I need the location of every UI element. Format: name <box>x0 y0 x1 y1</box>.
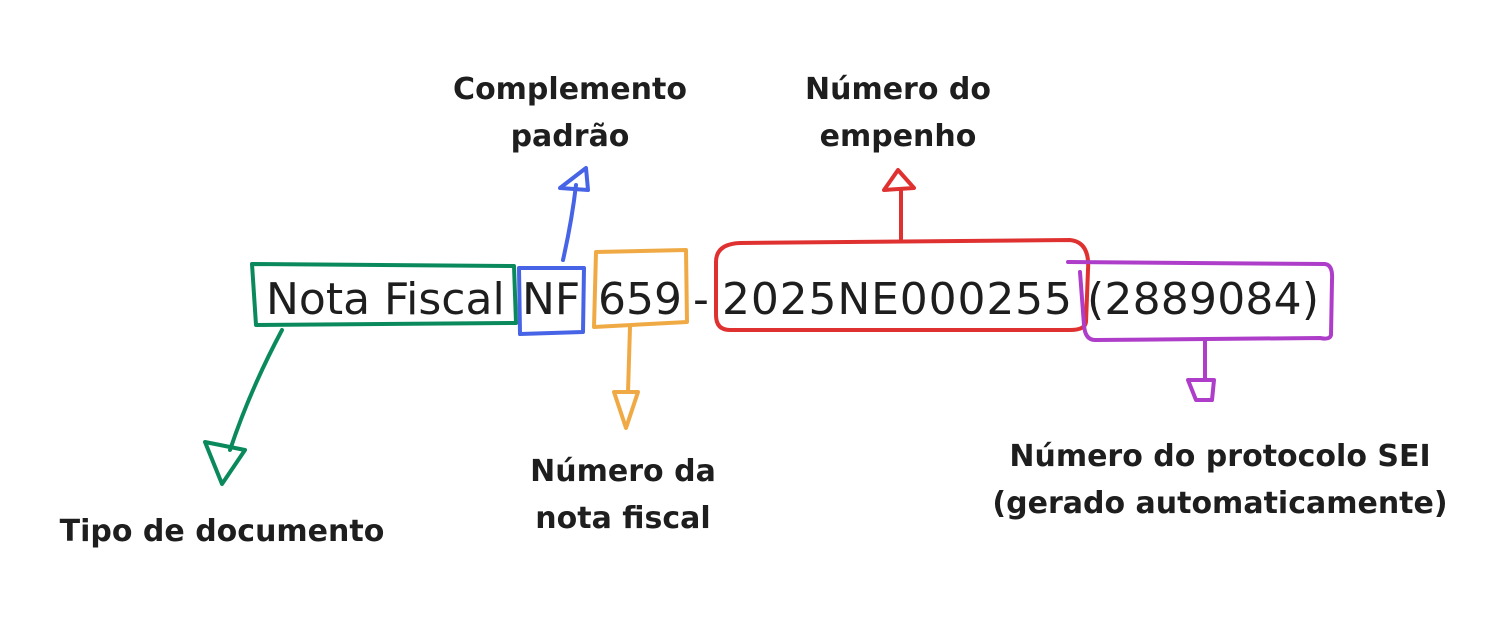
label-numero-nf-2: nota fiscal <box>535 501 710 536</box>
tipo-box <box>250 262 518 327</box>
tipo-arrow <box>203 328 284 486</box>
segment-protocolo: (2889084) <box>1087 274 1319 325</box>
label-complemento-2: padrão <box>511 119 630 154</box>
complemento-arrow <box>558 166 590 262</box>
label-tipo: Tipo de documento <box>60 514 385 549</box>
label-protocolo-2: (gerado automaticamente) <box>992 486 1447 521</box>
segment-complemento: NF <box>522 274 580 325</box>
label-complemento-1: Complemento <box>453 72 687 107</box>
segment-separator: - <box>693 274 709 325</box>
segment-numero-nf: 659 <box>598 274 682 325</box>
empenho-box <box>714 238 1091 332</box>
label-protocolo-1: Número do protocolo SEI <box>1009 439 1430 474</box>
protocolo-box <box>1066 260 1335 342</box>
numero-nf-box <box>592 248 689 329</box>
label-numero-nf-1: Número da <box>530 454 716 489</box>
protocolo-arrow <box>1186 338 1216 402</box>
numero-nf-arrow <box>612 325 640 430</box>
complemento-box <box>517 266 586 336</box>
segment-empenho: 2025NE000255 <box>722 274 1072 325</box>
segment-tipo: Nota Fiscal <box>266 274 505 325</box>
label-empenho-1: Número do <box>805 72 991 107</box>
label-empenho-2: empenho <box>820 119 977 154</box>
empenho-arrow <box>882 168 916 242</box>
